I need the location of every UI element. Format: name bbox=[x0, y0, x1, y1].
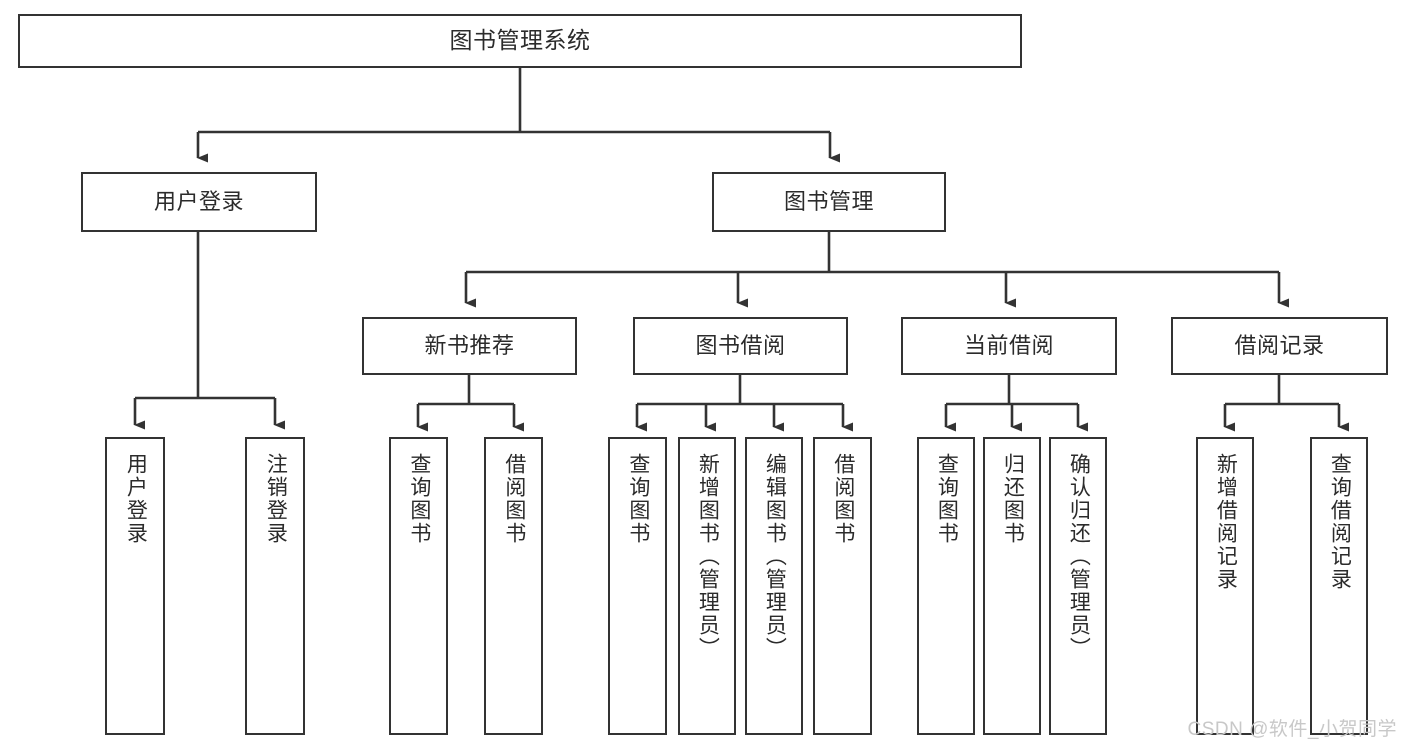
node-label: 当前借阅 bbox=[963, 333, 1054, 359]
node-book-borrow[interactable]: 图书借阅 bbox=[633, 317, 848, 375]
node-new-book-recommend[interactable]: 新书推荐 bbox=[362, 317, 577, 375]
node-label: 用户登录 bbox=[124, 453, 148, 545]
node-label: 新书推荐 bbox=[424, 333, 515, 359]
node-label: 借阅记录 bbox=[1234, 333, 1325, 359]
leaf-current-query-book[interactable]: 查询图书 bbox=[917, 437, 975, 735]
leaf-recommend-query-book[interactable]: 查询图书 bbox=[389, 437, 448, 735]
node-label: 确认归还（管理员） bbox=[1067, 453, 1091, 660]
node-root-system[interactable]: 图书管理系统 bbox=[18, 14, 1022, 68]
leaf-record-add-record[interactable]: 新增借阅记录 bbox=[1196, 437, 1254, 735]
leaf-recommend-borrow-book[interactable]: 借阅图书 bbox=[484, 437, 543, 735]
leaf-borrow-add-book-admin[interactable]: 新增图书（管理员） bbox=[678, 437, 736, 735]
node-label: 图书借阅 bbox=[695, 333, 786, 359]
node-label: 图书管理系统 bbox=[449, 27, 591, 54]
leaf-record-query-record[interactable]: 查询借阅记录 bbox=[1310, 437, 1368, 735]
node-label: 查询图书 bbox=[626, 453, 650, 545]
node-label: 查询图书 bbox=[935, 453, 959, 545]
node-label: 借阅图书 bbox=[502, 453, 526, 545]
node-label: 新增借阅记录 bbox=[1214, 453, 1238, 591]
node-borrow-record[interactable]: 借阅记录 bbox=[1171, 317, 1388, 375]
node-user-login[interactable]: 用户登录 bbox=[81, 172, 317, 232]
node-label: 图书管理 bbox=[783, 189, 874, 215]
node-label: 注销登录 bbox=[264, 453, 288, 545]
node-label: 归还图书 bbox=[1001, 453, 1025, 545]
node-book-management[interactable]: 图书管理 bbox=[712, 172, 946, 232]
node-label: 用户登录 bbox=[153, 189, 244, 215]
csdn-watermark: CSDN @软件_小贺同学 bbox=[1187, 719, 1397, 740]
node-label: 编辑图书（管理员） bbox=[763, 453, 787, 660]
node-label: 查询图书 bbox=[407, 453, 431, 545]
leaf-borrow-borrow-book[interactable]: 借阅图书 bbox=[813, 437, 872, 735]
node-label: 新增图书（管理员） bbox=[696, 453, 720, 660]
node-label: 查询借阅记录 bbox=[1328, 453, 1352, 591]
leaf-current-confirm-return-admin[interactable]: 确认归还（管理员） bbox=[1049, 437, 1107, 735]
leaf-user-logout[interactable]: 注销登录 bbox=[245, 437, 305, 735]
leaf-borrow-edit-book-admin[interactable]: 编辑图书（管理员） bbox=[745, 437, 803, 735]
leaf-user-login[interactable]: 用户登录 bbox=[105, 437, 165, 735]
node-label: 借阅图书 bbox=[831, 453, 855, 545]
leaf-current-return-book[interactable]: 归还图书 bbox=[983, 437, 1041, 735]
leaf-borrow-query-book[interactable]: 查询图书 bbox=[608, 437, 667, 735]
node-current-borrow[interactable]: 当前借阅 bbox=[901, 317, 1117, 375]
